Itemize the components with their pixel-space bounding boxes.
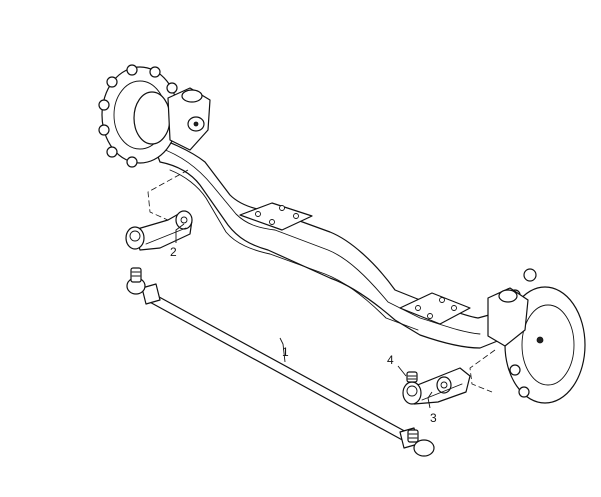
tie-rod	[126, 267, 435, 457]
right-wheel-hub	[469, 268, 586, 404]
callout-3: 3	[430, 411, 437, 425]
callout-1: 1	[282, 345, 289, 359]
callout-2: 2	[170, 245, 177, 259]
leader-lines	[175, 223, 433, 409]
front-axle-beam	[149, 134, 506, 349]
left-wheel-hub	[98, 64, 211, 231]
left-steering-arm	[125, 210, 193, 251]
ball-joint-stud	[406, 371, 418, 383]
callout-4: 4	[387, 353, 394, 367]
